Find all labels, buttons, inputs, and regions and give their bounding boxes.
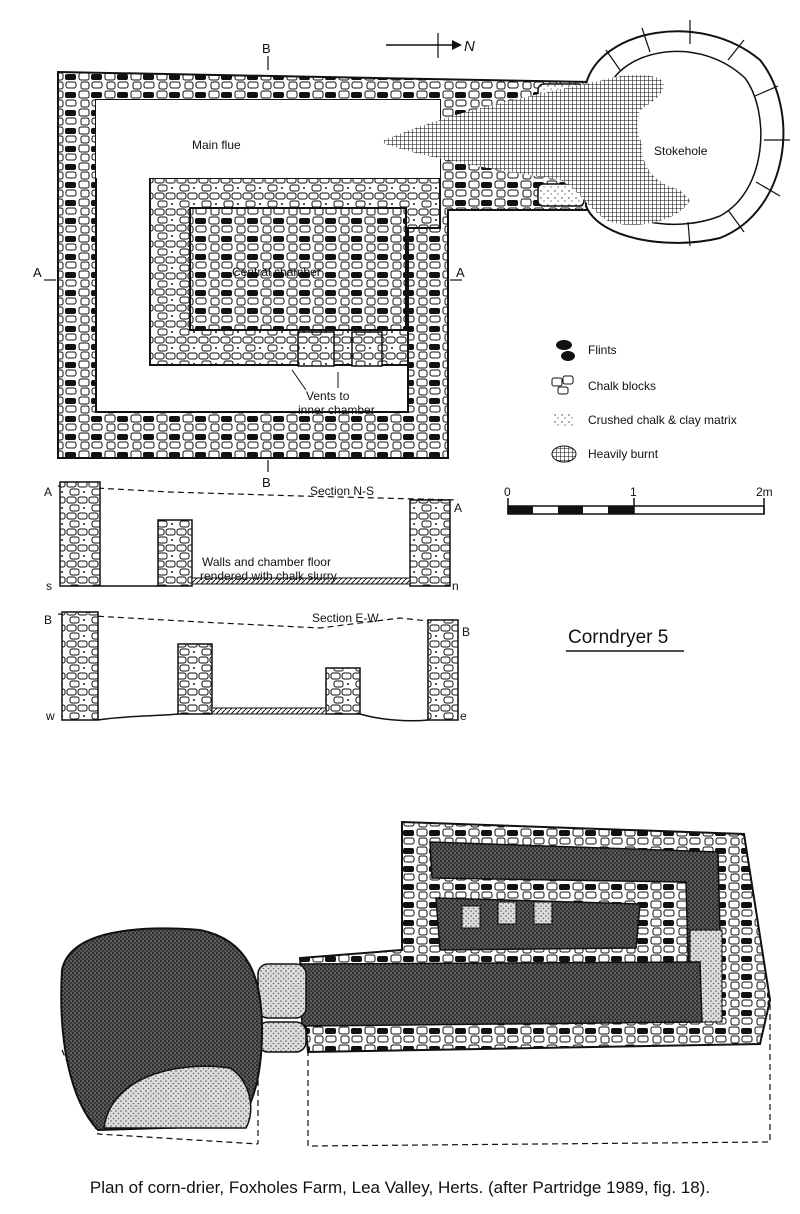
main-flue-space (96, 100, 440, 178)
label-central-chamber: Central chamber (232, 265, 321, 279)
section-ns-note-2: rendered with chalk slurry (200, 569, 337, 583)
section-ew-title: Section E-W (312, 611, 379, 625)
vents-pointer (291, 369, 339, 391)
svg-text:B: B (462, 625, 470, 639)
svg-text:Crushed chalk & clay matrix: Crushed chalk & clay matrix (588, 413, 737, 427)
svg-text:n: n (452, 579, 459, 593)
svg-text:A: A (454, 501, 462, 515)
section-ew: Section E-W B B w e (44, 611, 470, 723)
scale-label-2m: 2m (756, 485, 773, 499)
legend-flints: Flints (556, 340, 617, 361)
marker-b-top: B (262, 41, 271, 56)
burnt-area (380, 74, 690, 225)
svg-text:Chalk blocks: Chalk blocks (588, 379, 656, 393)
vents (297, 331, 383, 367)
stokehole-segments (605, 20, 790, 247)
plan-view: N B B A A Main flue Stokehole Central ch… (33, 20, 790, 490)
figure-title-group: Corndryer 5 (566, 627, 684, 652)
legend-burnt: Heavily burnt (551, 445, 659, 463)
svg-text:s: s (46, 579, 52, 593)
section-ns-title: Section N-S (310, 484, 374, 498)
svg-text:Heavily burnt: Heavily burnt (588, 447, 659, 461)
scale-bar: 0 1 2m (504, 485, 773, 515)
north-label: N (464, 38, 475, 55)
label-stokehole: Stokehole (654, 144, 708, 158)
legend-matrix: Crushed chalk & clay matrix (552, 413, 737, 427)
stokehole-floor (642, 106, 734, 190)
scale-label-0: 0 (504, 485, 511, 499)
scale-label-1: 1 (630, 485, 637, 499)
marker-a-right: A (456, 265, 465, 280)
marker-a-left: A (33, 265, 42, 280)
label-vents-2: inner chamber (298, 403, 375, 417)
legend: Flints Chalk blocks Crushed chalk & clay… (551, 340, 737, 463)
section-ns-note-1: Walls and chamber floor (202, 555, 331, 569)
marker-b-bottom: B (262, 475, 271, 490)
figure-title: Corndryer 5 (568, 627, 668, 648)
svg-text:B: B (44, 613, 52, 627)
svg-text:e: e (460, 709, 467, 723)
svg-text:w: w (45, 709, 55, 723)
label-main-flue: Main flue (192, 138, 241, 152)
svg-text:A: A (44, 485, 52, 499)
section-ns: Section N-S A A s n Walls and chamber fl… (44, 481, 462, 593)
reconstruction-view (60, 820, 772, 1147)
svg-text:Flints: Flints (588, 343, 617, 357)
figure-caption: Plan of corn-drier, Foxholes Farm, Lea V… (89, 1178, 711, 1197)
label-vents-1: Vents to (306, 389, 350, 403)
stokehole-lining (609, 50, 762, 226)
legend-chalk-blocks: Chalk blocks (551, 375, 656, 395)
north-arrow: N (386, 33, 475, 58)
